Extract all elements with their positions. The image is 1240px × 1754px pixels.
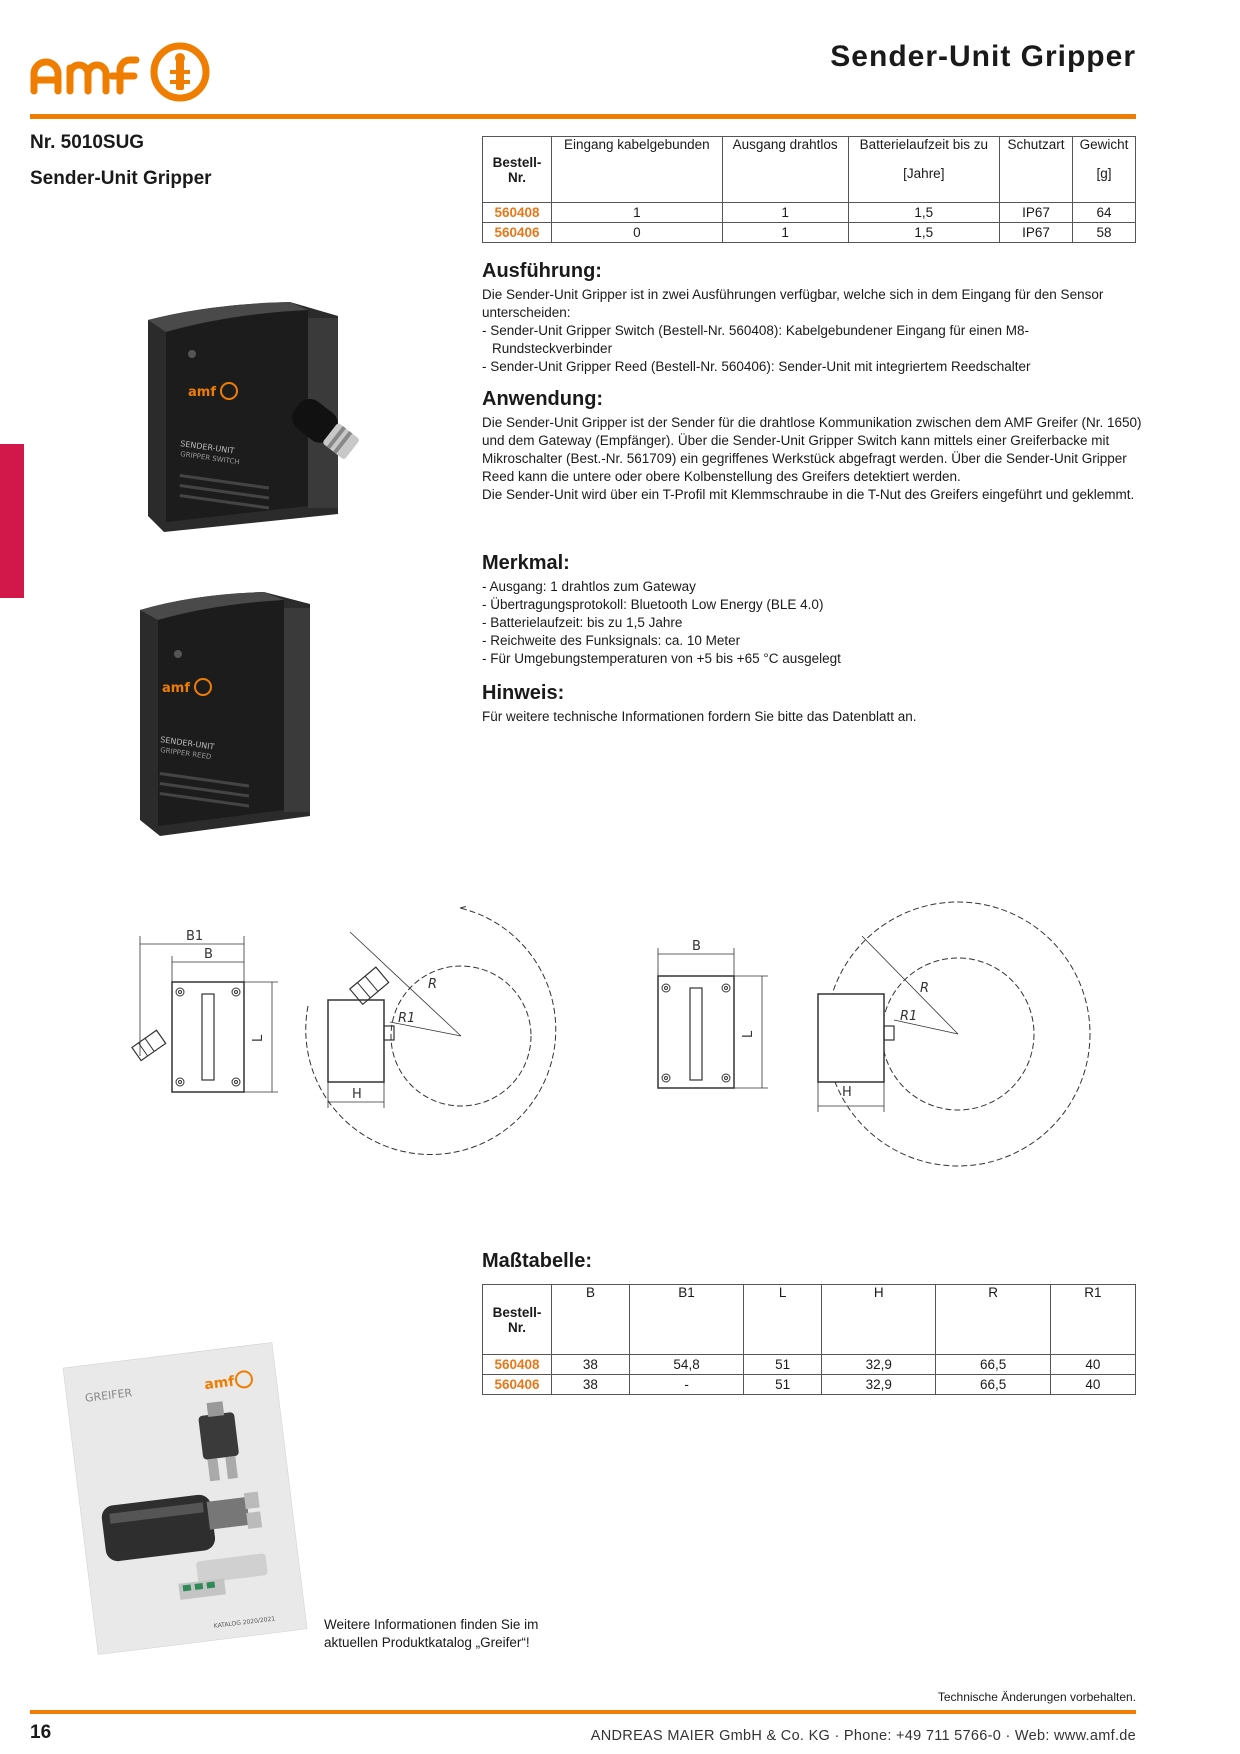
footer-rule — [30, 1710, 1136, 1714]
catalog-cover: GREIFER amf KATALOG 2020/2021 — [62, 1342, 308, 1655]
page-title: Sender-Unit Gripper — [830, 40, 1136, 73]
dim-table: Bestell- Nr. B B1 L H R R1 560408 38 54,… — [482, 1284, 1137, 1395]
drawing-switch: B1 B L R R1 H — [131, 905, 557, 1156]
list-item: - Reichweite des Funksignals: ca. 10 Met… — [482, 633, 741, 648]
catalog-logo: amf — [203, 1374, 236, 1394]
dim-label: B — [204, 947, 213, 962]
dim-label: H — [842, 1085, 852, 1100]
col-protection: Schutzart — [999, 136, 1073, 203]
dim-label: B — [692, 939, 701, 954]
dim-label: L — [251, 1034, 266, 1042]
table-row: 560406 0 1 1,5 IP67 58 — [482, 222, 1136, 243]
dim-label: L — [741, 1030, 756, 1038]
list-item: - Batterielaufzeit: bis zu 1,5 Jahre — [482, 615, 683, 630]
dim-label: H — [352, 1087, 362, 1102]
article-number: Nr. 5010SUG — [30, 132, 145, 153]
page-number: 16 — [30, 1722, 52, 1743]
dim-label: R1 — [900, 1009, 917, 1024]
dim-table-heading: Maßtabelle: — [482, 1250, 593, 1272]
photo-logo: amf — [188, 385, 216, 400]
list-item: - Für Umgebungstemperaturen von +5 bis +… — [482, 651, 841, 666]
dim-label: R1 — [398, 1011, 415, 1026]
disclaimer: Technische Änderungen vorbehalten. — [937, 1690, 1136, 1704]
heading-hinweis: Hinweis: — [482, 682, 565, 704]
col-weight: Gewicht[g] — [1072, 136, 1136, 203]
list-item: - Übertragungsprotokoll: Bluetooth Low E… — [482, 597, 824, 612]
dim-label: R — [428, 977, 437, 992]
spec-table: Bestell- Nr. Eingang kabelgebunden Ausga… — [482, 136, 1136, 243]
heading-merkmal: Merkmal: — [482, 552, 570, 574]
table-row: 560408 38 54,8 51 32,9 66,5 40 — [482, 1354, 1137, 1375]
col-order-number: Bestell- Nr. — [482, 136, 552, 203]
product-photo-switch: amf SENDER-UNIT GRIPPER SWITCH — [148, 302, 359, 532]
list-item: - Ausgang: 1 drahtlos zum Gateway — [482, 579, 696, 594]
dim-label: R — [920, 981, 929, 996]
list-item: - Sender-Unit Gripper Switch (Bestell-Nr… — [482, 323, 1030, 356]
section-merkmal: Merkmal: - Ausgang: 1 drahtlos zum Gatew… — [482, 552, 1142, 668]
col-battery-life: Batterielaufzeit bis zu[Jahre] — [847, 136, 1001, 203]
footer-company: ANDREAS MAIER GmbH & Co. KG · Phone: +49… — [590, 1728, 1136, 1744]
col-output-wireless: Ausgang drahtlos — [721, 136, 849, 203]
section-tab — [0, 444, 24, 598]
product-photo-reed: amf SENDER-UNIT GRIPPER REED — [140, 592, 310, 836]
svg-text:GREIFER: GREIFER — [84, 1386, 133, 1405]
table-row: 560408 1 1 1,5 IP67 64 — [482, 202, 1136, 223]
table-header-row: Bestell- Nr. B B1 L H R R1 — [482, 1284, 1137, 1355]
dim-label: B1 — [186, 929, 203, 944]
heading-ausfuehrung: Ausführung: — [482, 260, 602, 282]
product-name: Sender-Unit Gripper — [30, 168, 212, 189]
catalog-note: Weitere Informationen finden Sie im aktu… — [324, 1617, 539, 1650]
photo-logo: amf — [162, 681, 190, 696]
section-hinweis: Hinweis: Für weitere technische Informat… — [482, 682, 1142, 726]
section-anwendung: Anwendung: Die Sender-Unit Gripper ist d… — [482, 388, 1142, 502]
col-input-wired: Eingang kabelgebunden — [551, 136, 723, 203]
header-rule — [30, 114, 1136, 119]
list-item: - Sender-Unit Gripper Reed (Bestell-Nr. … — [482, 359, 1031, 374]
section-ausfuehrung: Ausführung: Die Sender-Unit Gripper ist … — [482, 260, 1142, 376]
heading-anwendung: Anwendung: — [482, 388, 604, 410]
table-header-row: Bestell- Nr. Eingang kabelgebunden Ausga… — [482, 136, 1136, 203]
table-row: 560406 38 - 51 32,9 66,5 40 — [482, 1374, 1137, 1395]
drawing-reed: B L R R1 H — [657, 901, 1091, 1167]
amf-logo — [30, 42, 210, 102]
